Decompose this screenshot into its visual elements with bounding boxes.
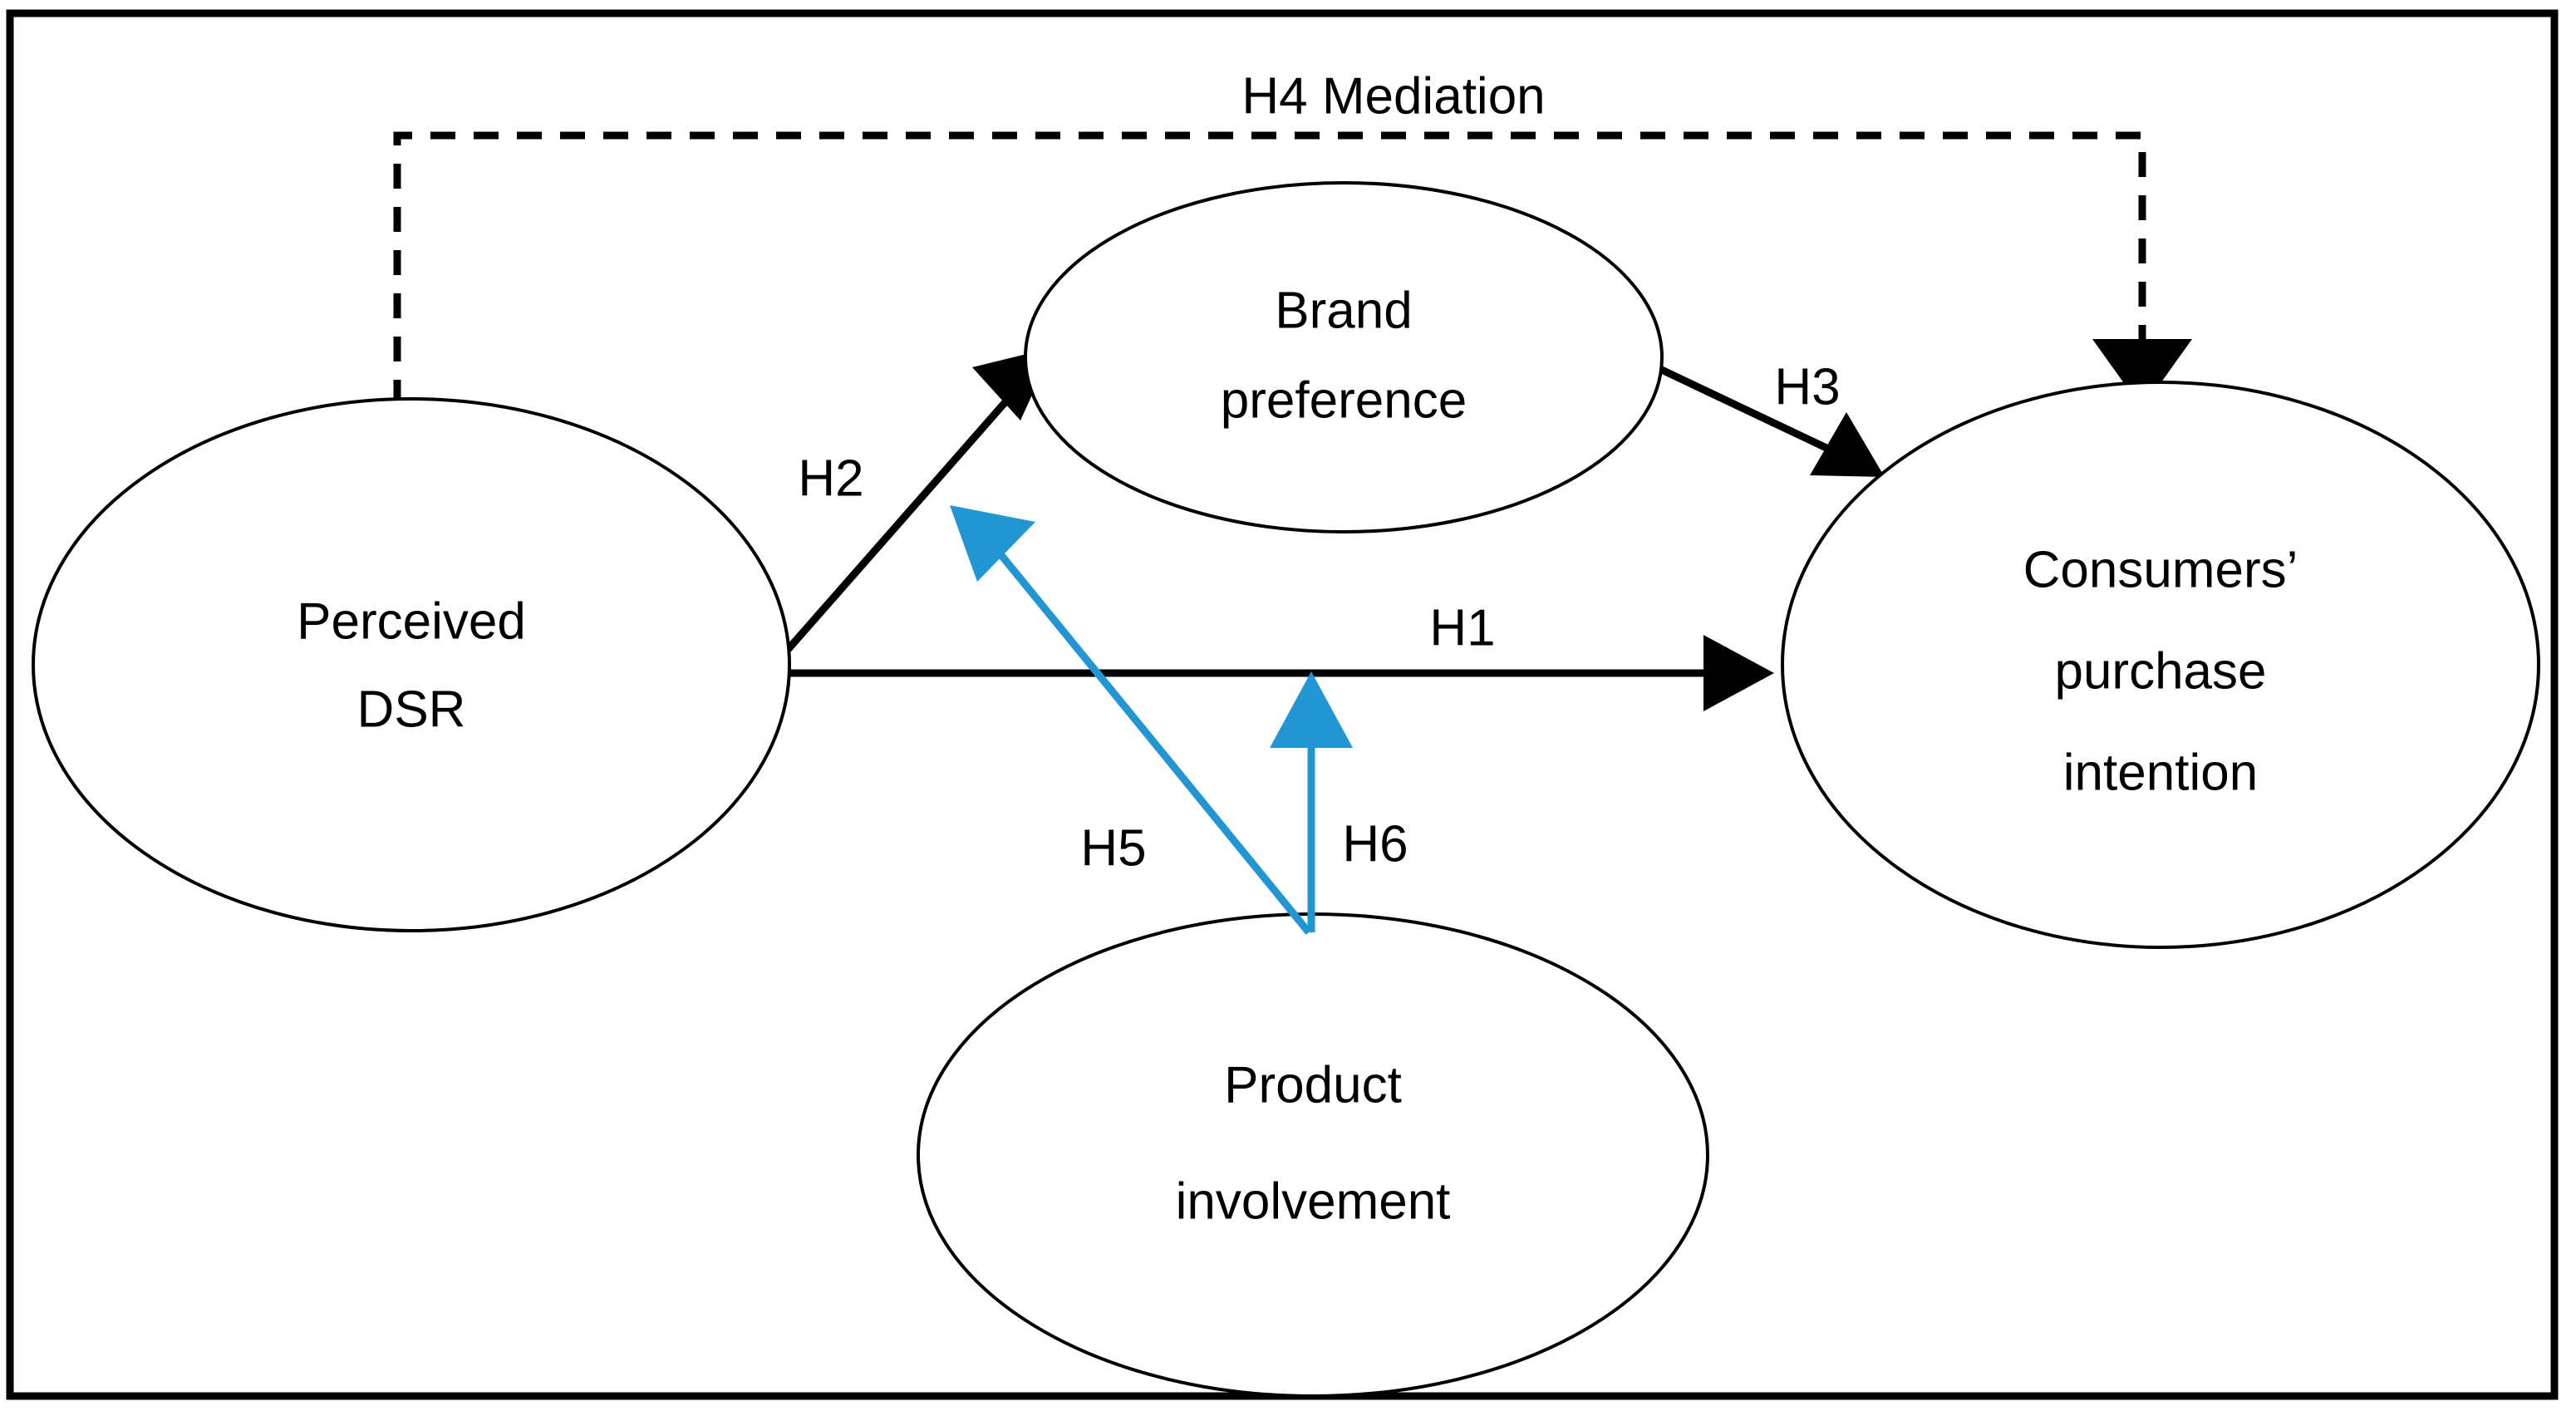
edge-h3 bbox=[1634, 353, 1885, 477]
h1-arrowhead-icon bbox=[1703, 635, 1774, 711]
product-involvement-label-line1: Product bbox=[1224, 1056, 1402, 1114]
brand-preference-label-line2: preference bbox=[1221, 371, 1467, 429]
h2-line bbox=[765, 388, 1019, 674]
node-consumers-purchase-intention[interactable]: Consumers’ purchase intention bbox=[1781, 381, 2540, 949]
h5-arrowhead-icon bbox=[950, 505, 1035, 582]
label-h5: H5 bbox=[1080, 819, 1146, 877]
node-product-involvement[interactable]: Product involvement bbox=[917, 912, 1709, 1398]
h4-arrowhead-icon bbox=[2092, 339, 2192, 409]
edge-h4-mediation bbox=[393, 131, 2192, 409]
edge-h5 bbox=[950, 505, 1312, 935]
product-involvement-ellipse bbox=[917, 912, 1709, 1398]
h3-arrowhead-icon bbox=[1810, 412, 1885, 477]
brand-preference-label-line1: Brand bbox=[1275, 282, 1412, 339]
edge-h2 bbox=[765, 347, 1054, 674]
edge-h1 bbox=[769, 635, 1774, 711]
edge-h6 bbox=[1270, 671, 1353, 932]
h6-arrowhead-icon bbox=[1270, 671, 1353, 748]
perceived-dsr-label-line1: Perceived bbox=[297, 592, 526, 650]
consumers-purchase-intention-ellipse bbox=[1781, 381, 2540, 949]
perceived-dsr-ellipse bbox=[32, 397, 791, 932]
node-perceived-dsr[interactable]: Perceived DSR bbox=[32, 397, 791, 932]
label-h1: H1 bbox=[1429, 599, 1495, 656]
label-h6: H6 bbox=[1342, 815, 1408, 873]
consumers-purchase-intention-label-line3: intention bbox=[2063, 744, 2258, 801]
perceived-dsr-label-line2: DSR bbox=[357, 681, 466, 738]
consumers-purchase-intention-label-line2: purchase bbox=[2054, 642, 2266, 700]
h4-dashed-path bbox=[393, 131, 2146, 405]
node-brand-preference[interactable]: Brand preference bbox=[1024, 181, 1664, 533]
h5-line bbox=[994, 548, 1312, 935]
label-h3: H3 bbox=[1774, 358, 1840, 415]
h3-line bbox=[1634, 353, 1830, 453]
product-involvement-label-line2: involvement bbox=[1176, 1173, 1451, 1230]
brand-preference-ellipse bbox=[1024, 181, 1664, 533]
label-h2: H2 bbox=[798, 450, 863, 507]
label-h4-mediation: H4 Mediation bbox=[1241, 67, 1545, 125]
consumers-purchase-intention-label-line1: Consumers’ bbox=[2023, 541, 2298, 598]
